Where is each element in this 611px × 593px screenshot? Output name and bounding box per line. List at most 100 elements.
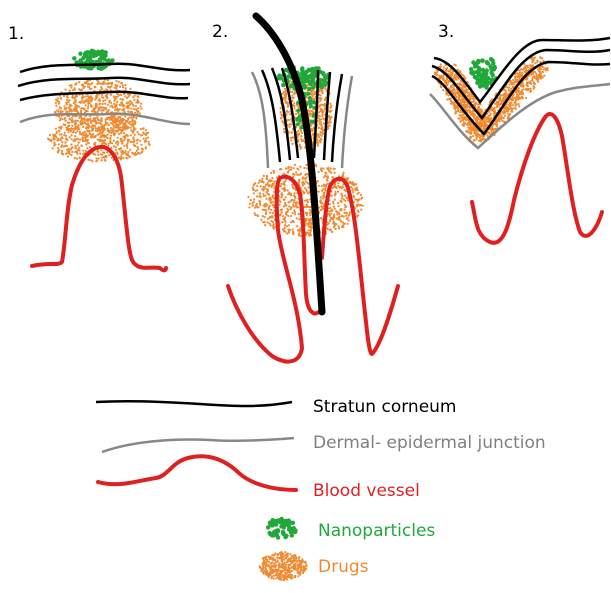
- drug-particle: [520, 92, 522, 94]
- drug-particle: [55, 102, 57, 104]
- drug-particle: [109, 138, 111, 140]
- drug-particle: [292, 233, 294, 235]
- drug-particle: [515, 91, 517, 93]
- drug-particle: [106, 151, 108, 153]
- drug-particle: [86, 140, 88, 142]
- drug-particle: [82, 87, 84, 89]
- drug-particle: [473, 99, 475, 101]
- drug-particle: [274, 552, 276, 554]
- drug-particle: [285, 196, 287, 198]
- drug-particle: [348, 215, 350, 217]
- drug-particle: [121, 143, 123, 145]
- drug-particle: [501, 115, 503, 117]
- drug-particle: [72, 146, 74, 148]
- drug-particle: [136, 150, 138, 152]
- drug-particle: [130, 141, 132, 143]
- drug-particle: [94, 136, 96, 138]
- drug-particle: [259, 202, 261, 204]
- drug-particle: [458, 114, 460, 116]
- drug-particle: [65, 153, 67, 155]
- drug-particle: [91, 160, 93, 162]
- drug-particle: [468, 92, 470, 94]
- drug-particle: [338, 219, 340, 221]
- panel-3-number: 3.: [438, 22, 454, 42]
- drug-particle: [88, 83, 90, 85]
- drug-particle: [288, 564, 290, 566]
- drug-particle: [87, 118, 89, 120]
- drug-particle: [77, 111, 79, 113]
- drug-particle: [134, 134, 136, 136]
- drug-particle: [306, 223, 308, 225]
- drug-particle: [265, 571, 267, 573]
- drug-particle: [70, 84, 72, 86]
- drug-particle: [100, 135, 102, 137]
- drug-particle: [92, 125, 94, 127]
- drug-particle: [275, 566, 277, 568]
- drug-particle: [282, 228, 284, 230]
- drug-particle: [79, 157, 81, 159]
- drug-particle: [122, 157, 124, 159]
- drug-particle: [543, 75, 545, 77]
- drug-particle: [114, 132, 116, 134]
- drug-particle: [283, 230, 285, 232]
- drug-particle: [504, 92, 506, 94]
- drug-particle: [273, 183, 275, 185]
- nanoparticle: [78, 58, 82, 62]
- drug-particle: [107, 128, 109, 130]
- drug-particle: [306, 205, 308, 207]
- drug-particle: [303, 167, 305, 169]
- drug-particle: [288, 126, 290, 128]
- drug-particle: [451, 90, 453, 92]
- drug-particle: [288, 119, 290, 121]
- drug-particle: [85, 133, 87, 135]
- drug-particle: [304, 568, 306, 570]
- drug-particle: [319, 201, 321, 203]
- drug-particle: [526, 82, 528, 84]
- drug-particle: [299, 573, 301, 575]
- drug-particle: [87, 107, 89, 109]
- drug-particle: [269, 179, 271, 181]
- drug-particle: [341, 195, 343, 197]
- drug-particle: [513, 83, 515, 85]
- drug-particle: [457, 110, 459, 112]
- drug-particle: [102, 97, 104, 99]
- drug-particle: [324, 190, 326, 192]
- drug-particle: [67, 152, 69, 154]
- drug-particle: [135, 105, 137, 107]
- drug-particle: [139, 105, 141, 107]
- drug-particle: [455, 79, 457, 81]
- drug-particle: [90, 134, 92, 136]
- drug-particle: [480, 111, 482, 113]
- drug-particle: [85, 143, 87, 145]
- drug-particle: [360, 209, 362, 211]
- drug-particle: [58, 109, 60, 111]
- drug-particle: [526, 65, 528, 67]
- drug-particle: [127, 110, 129, 112]
- drug-particle: [285, 167, 287, 169]
- drug-particle: [318, 115, 320, 117]
- drug-particle: [343, 189, 345, 191]
- drug-particle: [540, 76, 542, 78]
- drug-particle: [262, 221, 264, 223]
- drug-particle: [294, 560, 296, 562]
- drug-particle: [108, 154, 110, 156]
- drug-particle: [58, 103, 60, 105]
- drug-particle: [470, 130, 472, 132]
- drug-particle: [115, 119, 117, 121]
- drug-particle: [283, 91, 285, 93]
- drug-particle: [78, 147, 80, 149]
- drug-particle: [465, 92, 467, 94]
- drug-particle: [71, 138, 73, 140]
- drug-particle: [273, 223, 275, 225]
- drug-particle: [479, 121, 481, 123]
- drug-particle: [122, 119, 124, 121]
- drug-particle: [110, 102, 112, 104]
- drug-particle: [290, 139, 292, 141]
- drug-particle: [293, 554, 295, 556]
- drug-particle: [258, 182, 260, 184]
- drug-particle: [508, 116, 510, 118]
- drug-particle: [284, 227, 286, 229]
- legend-drug-symbol: [259, 551, 308, 581]
- drug-particle: [344, 223, 346, 225]
- drug-particle: [71, 134, 73, 136]
